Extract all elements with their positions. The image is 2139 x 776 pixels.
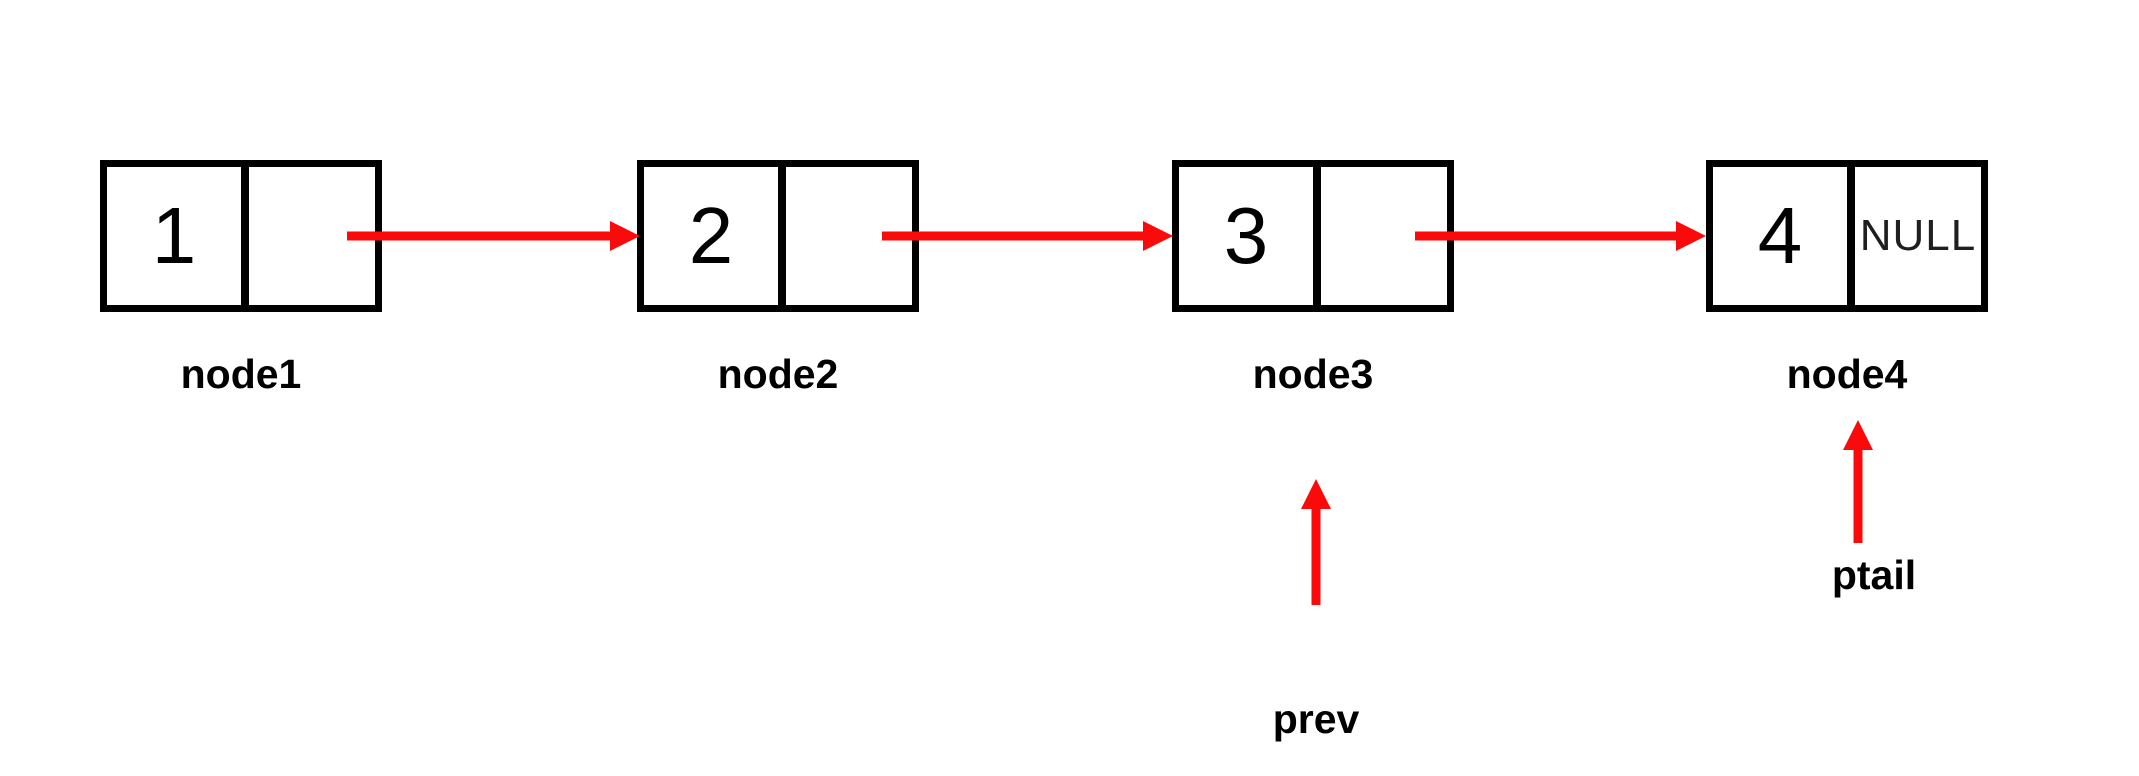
node4-data-cell: 4 [1713,167,1847,305]
node2-data-cell: 2 [644,167,778,305]
node1-label: node1 [180,351,302,397]
node3-data-cell: 3 [1179,167,1313,305]
node1-data-cell: 1 [107,167,241,305]
prev-pointer-arrow [1301,479,1331,605]
arrowhead-up-icon [1843,420,1873,450]
node3-value: 3 [1223,191,1269,280]
node3-label: node3 [1252,351,1374,397]
node2-box: 2 [637,160,919,312]
ptail-label: ptail [1831,552,1917,598]
next-arrow-node2-to-node3 [882,221,1173,251]
node3-next-cell [1313,167,1447,305]
node3-box: 3 [1172,160,1454,312]
next-arrow-node1-to-node2 [347,221,640,251]
next-arrow-node3-to-node4 [1415,221,1706,251]
node4-next-cell: NULL [1847,167,1981,305]
node2-label: node2 [717,351,839,397]
arrowhead-right-icon [610,221,640,251]
node2-next-cell [778,167,912,305]
arrowhead-up-icon [1301,479,1331,509]
node2-value: 2 [688,191,734,280]
arrowhead-right-icon [1143,221,1173,251]
node4-box: 4 NULL [1706,160,1988,312]
node1-value: 1 [151,191,197,280]
prev-label: prev [1272,696,1360,742]
ptail-pointer-arrow [1843,420,1873,543]
node4-null-value: NULL [1859,211,1977,260]
node4-label: node4 [1786,351,1908,397]
node1-box: 1 [100,160,382,312]
arrowhead-right-icon [1676,221,1706,251]
node4-value: 4 [1757,191,1803,280]
node1-next-cell [241,167,375,305]
